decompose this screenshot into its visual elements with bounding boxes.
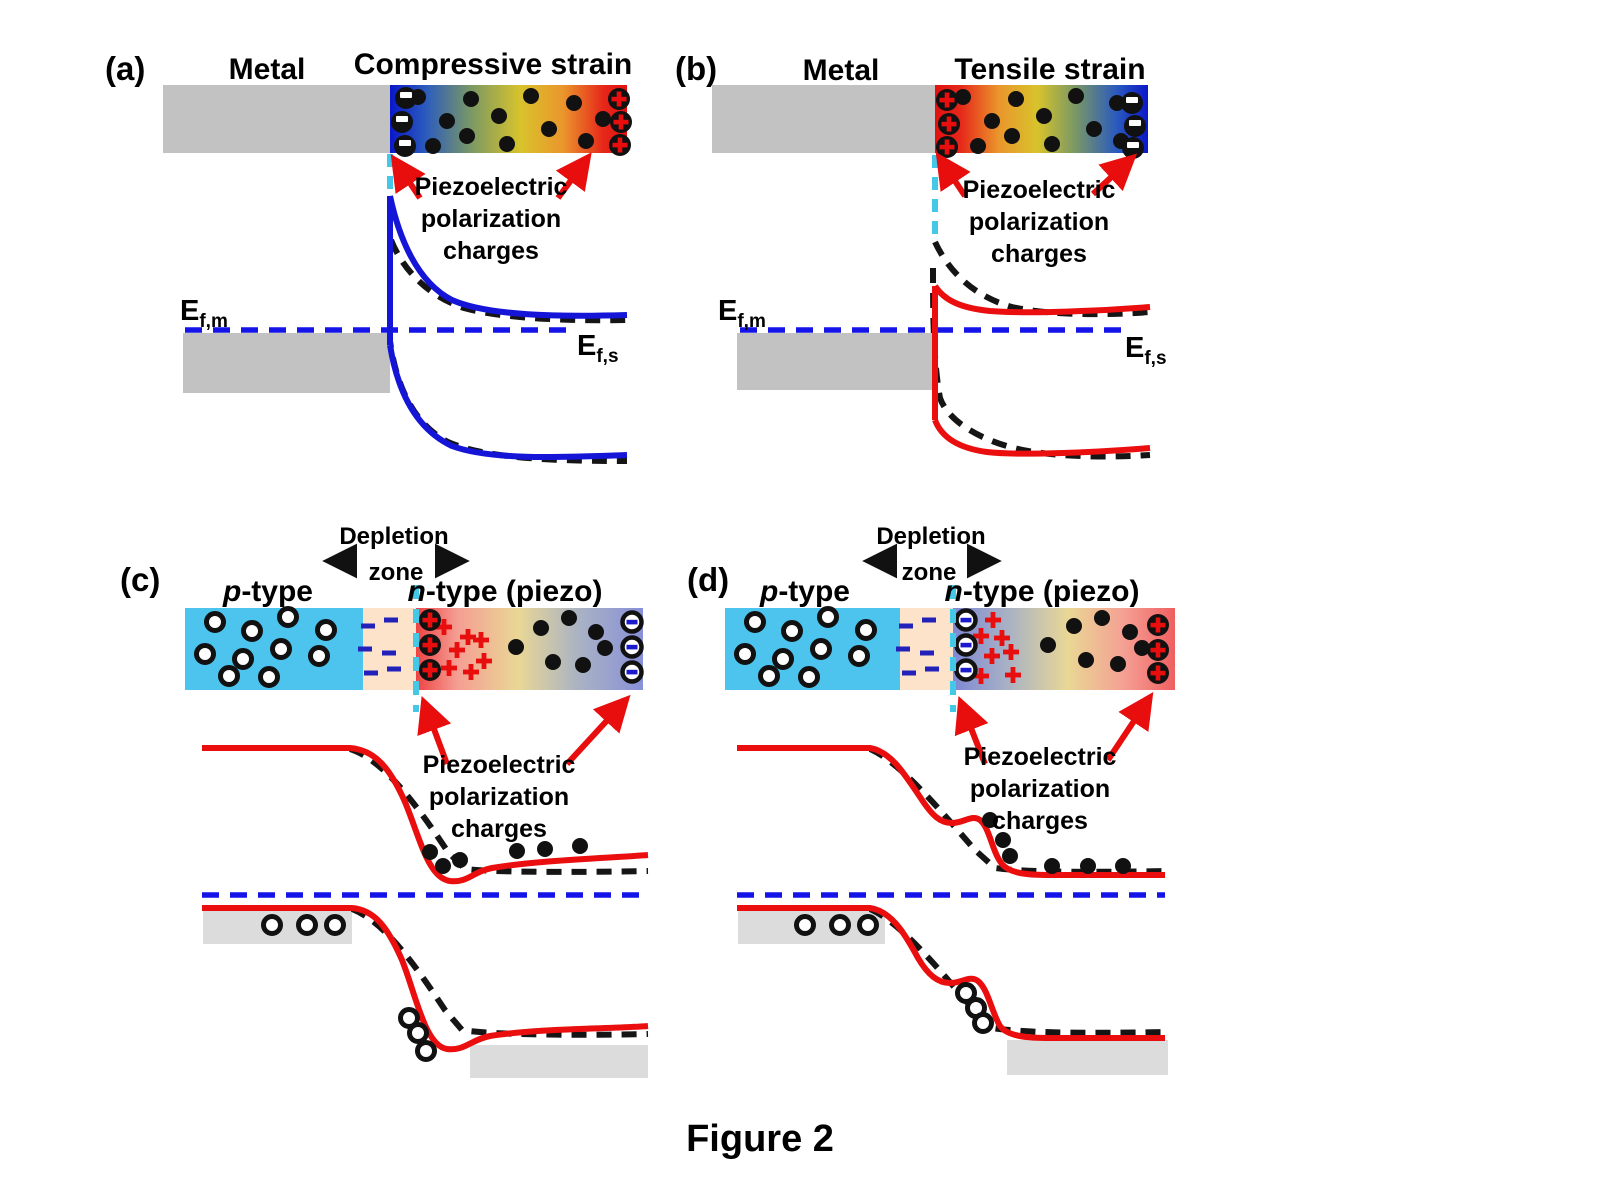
panel-d-depletion-line2: zone: [901, 559, 957, 586]
panel-a: [163, 85, 632, 464]
annotation-arrows: [390, 152, 592, 200]
panel-b-fermi-semi-label: Ef,s: [1125, 332, 1167, 369]
panel-a-metal-title: Metal: [228, 53, 306, 86]
panel-a-fermi-metal-label: Ef,m: [180, 295, 228, 332]
positive-piezo-charge-icons: [1147, 614, 1169, 684]
annotation-arrows: [954, 692, 1154, 766]
panel-a-fermi-semi-label: Ef,s: [577, 330, 619, 367]
panel-d-annotation-line2: polarization: [969, 775, 1111, 803]
panel-d-p-type-label: p-type: [759, 575, 851, 608]
valence-band-unstrained: [350, 906, 649, 1038]
panel-d: [725, 543, 1175, 1075]
negative-piezo-charge-icons: [1121, 92, 1146, 159]
metal-states-rect: [737, 333, 935, 390]
panel-b: [712, 85, 1151, 460]
panel-c-annotation-line1: Piezoelectric: [422, 751, 576, 779]
panel-a-strain-title: Compressive strain: [353, 48, 633, 81]
conduction-band-strained: [387, 195, 628, 319]
panel-a-annotation-line2: polarization: [420, 205, 562, 233]
valence-band-strained: [202, 905, 649, 1053]
valence-band-strained: [737, 905, 1165, 1041]
panel-c-annotation-line2: polarization: [428, 783, 570, 811]
valence-band-unstrained: [930, 267, 1151, 460]
panel-d-annotation-line3: charges: [992, 807, 1088, 835]
metal-states-rect: [183, 333, 390, 393]
panel-b-annotation-line1: Piezoelectric: [962, 176, 1116, 204]
conduction-band-unstrained: [868, 746, 1166, 875]
panel-c-annotation-line3: charges: [451, 815, 547, 843]
valence-band-strained: [932, 418, 1151, 457]
negative-piezo-charge-icons: [957, 611, 976, 680]
panel-c-depletion-line1: Depletion: [339, 523, 449, 550]
valence-states-rect-right: [1007, 1040, 1168, 1075]
panel-c-label: (c): [120, 561, 161, 598]
panel-b-fermi-metal-label: Ef,m: [718, 295, 766, 332]
conduction-band-strained: [202, 745, 649, 885]
conduction-band-unstrained: [388, 238, 628, 324]
conduction-band-unstrained: [932, 240, 1151, 318]
panel-d-n-type-label: n-type (piezo): [944, 575, 1140, 608]
panel-b-metal-title: Metal: [802, 54, 880, 87]
panel-b-strain-title: Tensile strain: [954, 53, 1146, 86]
annotation-arrows: [935, 152, 1138, 198]
conduction-band-strained: [737, 745, 1165, 878]
panel-c-p-type-label: p-type: [222, 575, 314, 608]
panel-d-annotation-line1: Piezoelectric: [963, 743, 1117, 771]
panel-a-annotation-line1: Piezoelectric: [414, 173, 568, 201]
panel-a-label: (a): [105, 50, 146, 87]
positive-piezo-charge-icons: [608, 88, 632, 156]
positive-piezo-charge-icons: [936, 89, 960, 158]
valence-states-rect-right: [470, 1045, 648, 1078]
panel-c-n-type-label: n-type (piezo): [407, 575, 603, 608]
metal-bar: [712, 85, 935, 153]
conduction-band-strained: [932, 284, 1151, 316]
panel-b-label: (b): [675, 50, 718, 87]
metal-bar: [163, 85, 390, 153]
negative-piezo-charge-icons: [623, 613, 642, 682]
panel-a-annotation-line3: charges: [443, 237, 539, 265]
positive-piezo-charge-icons: [419, 609, 441, 681]
panel-b-annotation-line3: charges: [991, 240, 1087, 268]
panel-b-annotation-line2: polarization: [968, 208, 1110, 236]
panel-c-depletion-line2: zone: [368, 559, 424, 586]
panel-c: [185, 543, 649, 1078]
figure-caption: Figure 2: [686, 1118, 834, 1160]
panel-d-label: (d): [687, 561, 730, 598]
valence-band-strained: [387, 344, 628, 461]
panel-d-depletion-line1: Depletion: [876, 523, 986, 550]
annotation-arrows: [417, 694, 631, 767]
valence-band-unstrained: [868, 906, 1166, 1036]
